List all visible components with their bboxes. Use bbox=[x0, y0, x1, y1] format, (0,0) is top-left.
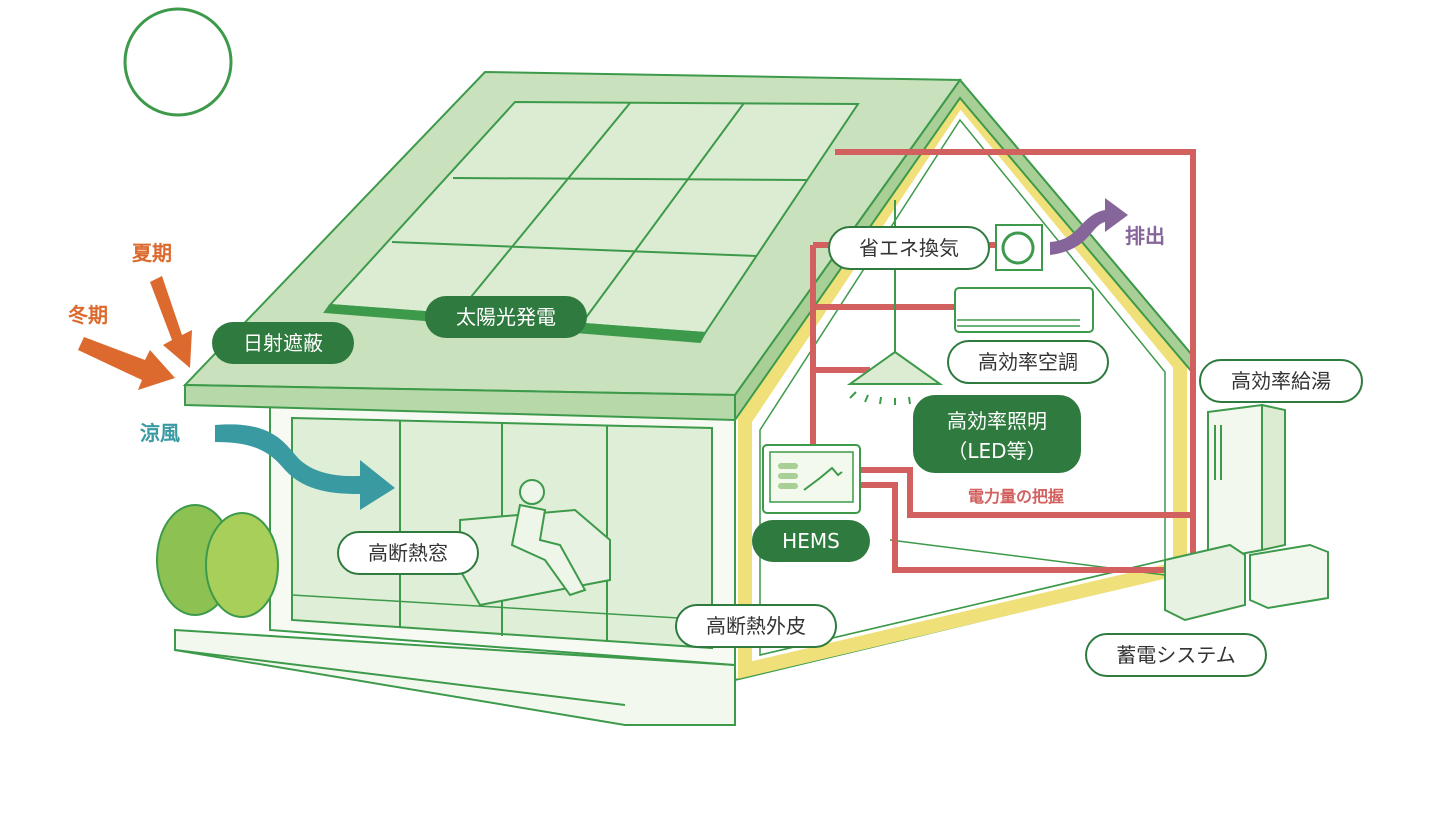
battery-text: 蓄電システム bbox=[1116, 643, 1235, 667]
summer-sun-arrow-icon bbox=[150, 276, 192, 368]
label-power-monitor: 電力量の把握 bbox=[968, 487, 1064, 506]
pill-aircon: 高効率空調 bbox=[947, 340, 1109, 384]
front-wall bbox=[269, 393, 736, 667]
pill-lighting: 高効率照明 （LED等） bbox=[913, 395, 1081, 473]
breeze-text: 涼風 bbox=[140, 421, 180, 445]
pendant-lamp-icon bbox=[846, 200, 944, 405]
aircon-text: 高効率空調 bbox=[978, 350, 1078, 374]
winter-sun-arrow-icon bbox=[78, 337, 175, 390]
pill-window: 高断熱窓 bbox=[337, 531, 479, 575]
solar-text: 太陽光発電 bbox=[456, 305, 556, 329]
lighting-text-line1: 高効率照明 bbox=[947, 409, 1047, 433]
label-exhaust: 排出 bbox=[1125, 224, 1165, 248]
window-text: 高断熱窓 bbox=[368, 541, 448, 565]
hems-text: HEMS bbox=[782, 529, 840, 553]
air-conditioner-icon bbox=[954, 287, 1094, 333]
sunlight-arrows bbox=[78, 276, 192, 390]
power-lines bbox=[810, 149, 1196, 580]
hems-monitor-icon bbox=[762, 444, 861, 514]
floor-deck bbox=[174, 628, 736, 726]
pill-hems: HEMS bbox=[752, 520, 870, 562]
label-winter: 冬期 bbox=[68, 303, 108, 327]
label-breeze: 涼風 bbox=[140, 421, 180, 445]
sun-icon bbox=[123, 7, 233, 117]
pill-battery: 蓄電システム bbox=[1085, 633, 1267, 677]
envelope-text: 高断熱外皮 bbox=[706, 614, 806, 638]
pill-shading: 日射遮蔽 bbox=[212, 322, 354, 364]
ventilation-text: 省エネ換気 bbox=[859, 236, 959, 260]
battery-storage-icon bbox=[1164, 543, 1329, 622]
shading-text: 日射遮蔽 bbox=[243, 331, 323, 355]
water-heater-icon bbox=[1207, 403, 1286, 562]
breeze-arrow-icon bbox=[215, 424, 395, 510]
pill-water-heater: 高効率給湯 bbox=[1199, 359, 1363, 403]
pill-ventilation: 省エネ換気 bbox=[828, 226, 990, 270]
summer-text: 夏期 bbox=[132, 241, 172, 265]
exhaust-text: 排出 bbox=[1125, 224, 1165, 248]
pill-envelope: 高断熱外皮 bbox=[675, 604, 837, 648]
winter-text: 冬期 bbox=[68, 303, 108, 327]
exhaust-arrow-icon bbox=[1050, 198, 1128, 255]
water-heater-text: 高効率給湯 bbox=[1231, 369, 1331, 393]
bush-icon bbox=[156, 504, 279, 618]
pill-solar: 太陽光発電 bbox=[425, 296, 587, 338]
lighting-text-line2: （LED等） bbox=[947, 439, 1046, 463]
ventilation-fan-icon bbox=[995, 224, 1043, 271]
person-icon bbox=[459, 479, 611, 607]
power-monitor-text: 電力量の把握 bbox=[968, 487, 1064, 506]
label-summer: 夏期 bbox=[132, 241, 172, 265]
